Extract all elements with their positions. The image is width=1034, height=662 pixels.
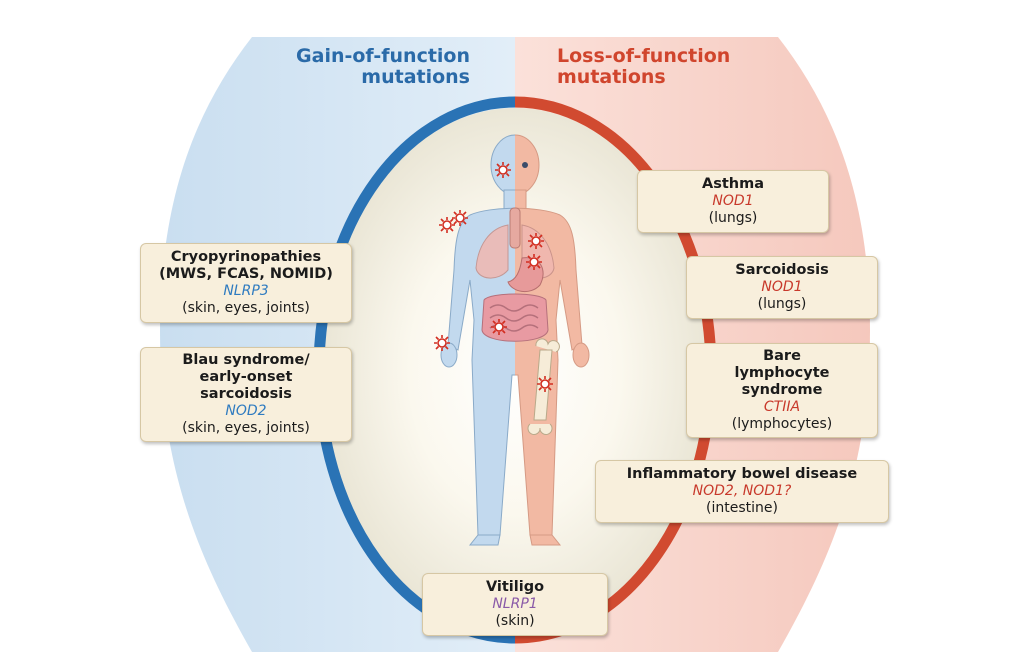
inflammation-icon bbox=[495, 162, 511, 178]
affected-site: (intestine) bbox=[706, 500, 778, 516]
loss-of-function-heading: Loss-of-function mutations bbox=[557, 46, 797, 88]
gene-name: NOD2, NOD1? bbox=[692, 483, 792, 499]
inflammation-markers bbox=[434, 162, 553, 392]
gene-name: NLRP3 bbox=[223, 283, 269, 299]
inflammation-icon bbox=[434, 335, 450, 351]
disease-title: syndrome bbox=[741, 382, 823, 398]
disease-title: Inflammatory bowel disease bbox=[626, 466, 858, 482]
inflammation-icon bbox=[491, 319, 507, 335]
disease-title: early-onset bbox=[199, 369, 293, 385]
inflammation-icon bbox=[526, 254, 542, 270]
inflammation-icon bbox=[528, 233, 544, 249]
affected-site: (lymphocytes) bbox=[731, 416, 833, 432]
inflammatory-bowel-disease-box: Inflammatory bowel disease NOD2, NOD1? (… bbox=[595, 460, 889, 523]
affected-site: (skin) bbox=[495, 613, 535, 629]
sarcoidosis-box: Sarcoidosis NOD1 (lungs) bbox=[686, 256, 878, 319]
gene-name: NLRP1 bbox=[492, 596, 538, 612]
inflammation-icon bbox=[537, 376, 553, 392]
affected-site: (lungs) bbox=[757, 296, 807, 312]
disease-subtitle: (MWS, FCAS, NOMID) bbox=[159, 266, 333, 282]
inflammation-icon bbox=[452, 210, 468, 226]
heading-line: mutations bbox=[557, 66, 666, 88]
asthma-box: Asthma NOD1 (lungs) bbox=[637, 170, 829, 233]
disease-title: Blau syndrome/ bbox=[182, 352, 310, 368]
heading-line: mutations bbox=[361, 66, 470, 88]
disease-title: Vitiligo bbox=[485, 579, 545, 595]
blau-syndrome-box: Blau syndrome/ early-onset sarcoidosis N… bbox=[140, 347, 352, 442]
heading-line: Gain-of-function bbox=[296, 45, 470, 67]
disease-title: Asthma bbox=[701, 176, 764, 192]
gene-name: NOD1 bbox=[712, 193, 754, 209]
gene-name: NOD1 bbox=[761, 279, 803, 295]
affected-site: (skin, eyes, joints) bbox=[182, 300, 310, 316]
gene-name: CTIIA bbox=[763, 399, 801, 415]
gain-of-function-heading: Gain-of-function mutations bbox=[250, 46, 470, 88]
disease-title: Bare bbox=[763, 348, 801, 364]
cryopyrinopathies-box: Cryopyrinopathies (MWS, FCAS, NOMID) NLR… bbox=[140, 243, 352, 323]
disease-title: lymphocyte bbox=[734, 365, 830, 381]
disease-title: Cryopyrinopathies bbox=[170, 249, 322, 265]
eye-icon bbox=[522, 162, 528, 168]
heading-line: Loss-of-function bbox=[557, 45, 731, 67]
affected-site: (skin, eyes, joints) bbox=[182, 420, 310, 436]
disease-title: sarcoidosis bbox=[200, 386, 292, 402]
disease-title: Sarcoidosis bbox=[735, 262, 829, 278]
gene-name: NOD2 bbox=[225, 403, 267, 419]
affected-site: (lungs) bbox=[708, 210, 758, 226]
vitiligo-box: Vitiligo NLRP1 (skin) bbox=[422, 573, 608, 636]
inflammation-icon bbox=[439, 217, 455, 233]
trachea-icon bbox=[509, 207, 521, 249]
bare-lymphocyte-syndrome-box: Bare lymphocyte syndrome CTIIA (lymphocy… bbox=[686, 343, 878, 438]
